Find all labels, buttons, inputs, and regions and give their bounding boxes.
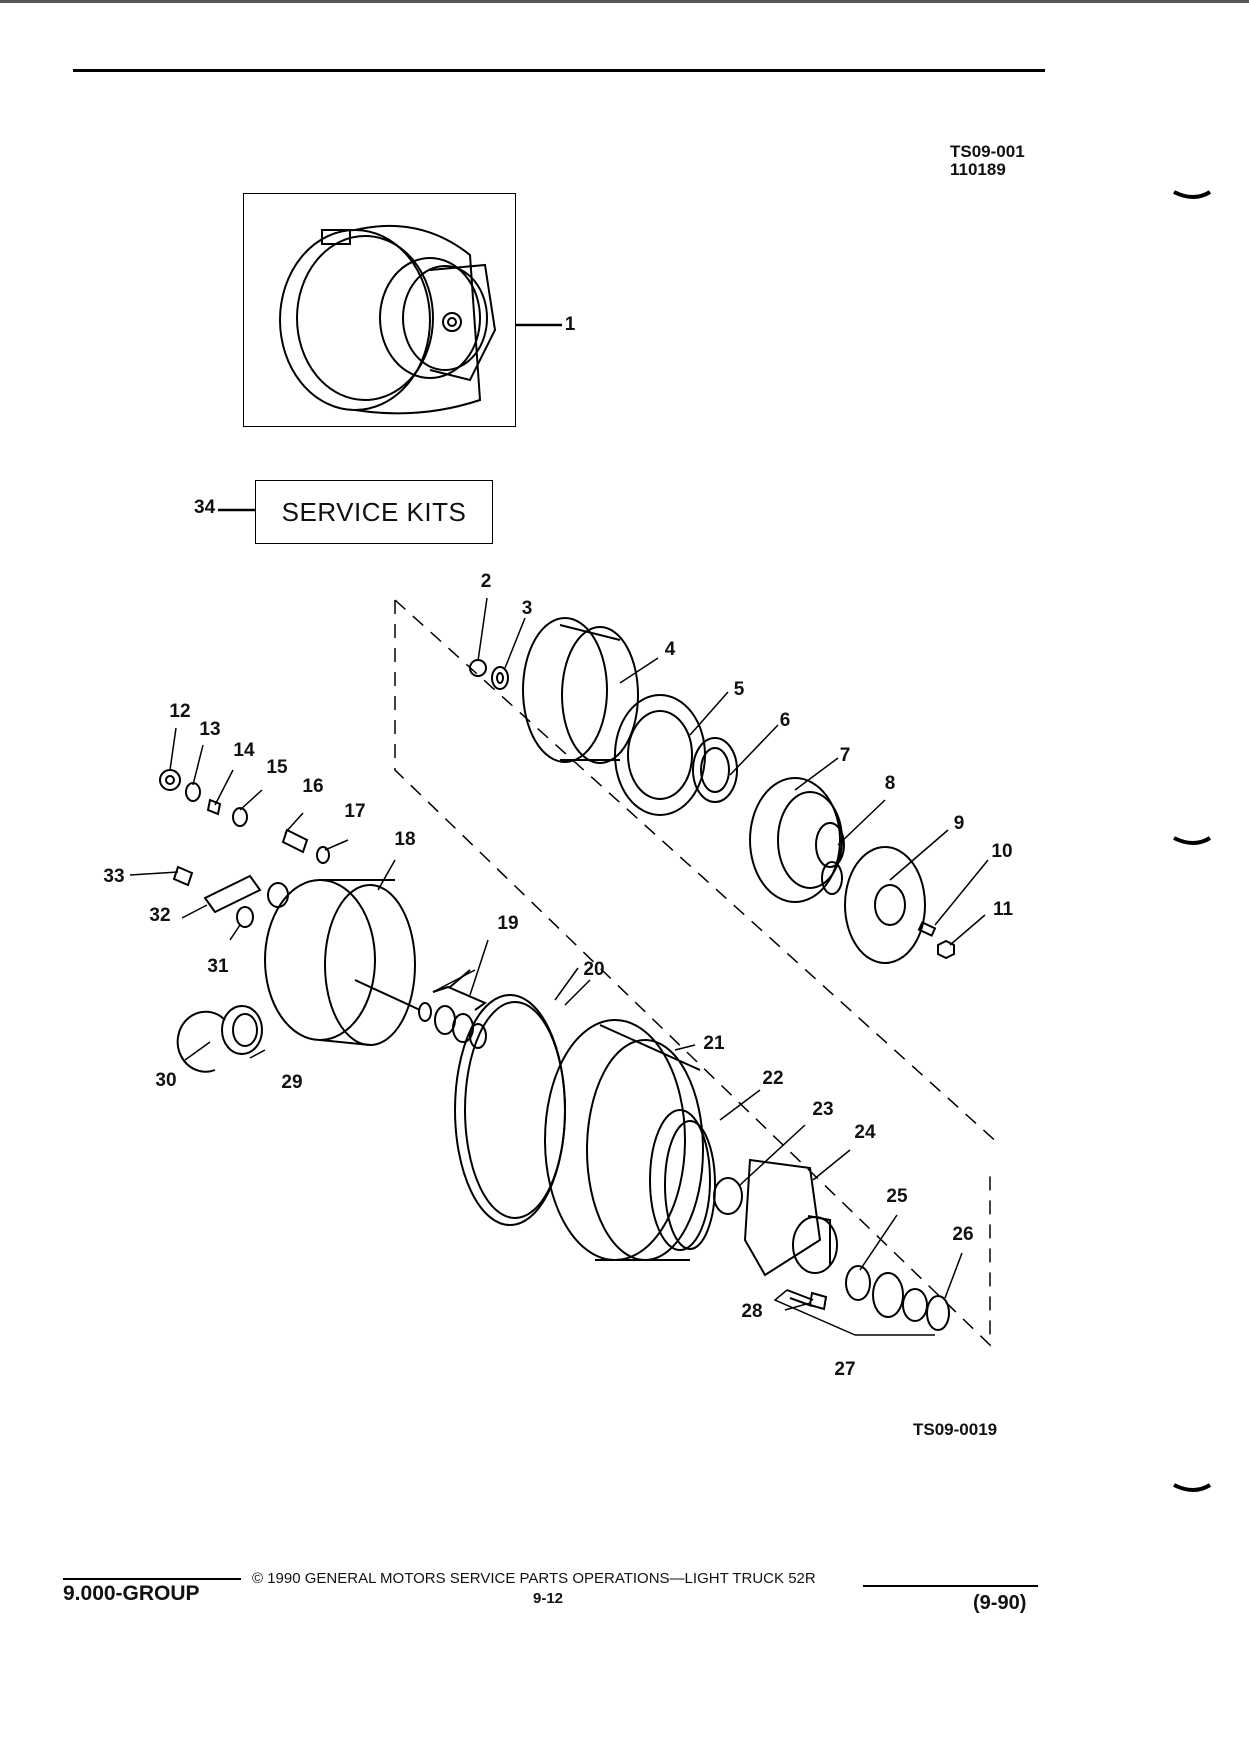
callout-14: 14: [233, 740, 255, 761]
footer-rule-left: [63, 1578, 241, 1580]
callout-26: 26: [952, 1224, 974, 1245]
callout-11: 11: [992, 899, 1014, 920]
callout-31: 31: [207, 956, 229, 977]
ref-date: 110189: [950, 160, 1006, 179]
callout-27: 27: [834, 1359, 856, 1380]
callout-22: 22: [762, 1068, 784, 1089]
leader-lines: [129, 597, 989, 1336]
callout-25: 25: [886, 1186, 908, 1207]
rear-head-parts: [713, 1158, 950, 1331]
callout-12: 12: [169, 701, 191, 722]
figure-id: TS09-0019: [913, 1420, 998, 1439]
valve-parts: [159, 769, 330, 1073]
service-kits-label: SERVICE KITS: [281, 496, 467, 527]
callout-28: 28: [741, 1301, 763, 1322]
callout-18: 18: [394, 829, 416, 850]
scan-top-border: [0, 0, 1249, 3]
footer-rule-right: [863, 1585, 1038, 1587]
compressor-assembly-drawing: [279, 224, 562, 415]
callout-33: 33: [103, 866, 125, 887]
callout-23: 23: [812, 1099, 834, 1120]
shell-parts: [454, 994, 716, 1261]
margin-mark: [1173, 836, 1212, 845]
callout-24: 24: [854, 1122, 876, 1143]
callout-30: 30: [155, 1070, 177, 1091]
service-kit-number: 34: [194, 497, 216, 518]
margin-mark: [1173, 1483, 1212, 1492]
callout-4: 4: [664, 639, 676, 660]
callout-21: 21: [703, 1033, 725, 1054]
callout-32: 32: [149, 905, 171, 926]
callout-3: 3: [521, 598, 533, 619]
callout-7: 7: [839, 745, 851, 766]
callout-13: 13: [199, 719, 221, 740]
callout-2: 2: [480, 571, 492, 592]
ref-code: TS09-001: [950, 142, 1025, 161]
callout-29: 29: [281, 1072, 303, 1093]
callout-9: 9: [953, 813, 965, 834]
callout-1: 1: [564, 314, 576, 335]
callout-8: 8: [884, 773, 896, 794]
assembled-compressor-inset: [243, 193, 516, 427]
callout-5: 5: [733, 679, 745, 700]
callout-15: 15: [266, 757, 288, 778]
service-kits-box: SERVICE KITS: [255, 480, 493, 544]
callout-17: 17: [344, 801, 366, 822]
reference-codes: TS09-001 110189: [950, 143, 1025, 179]
footer-revision: (9-90): [973, 1592, 1027, 1614]
footer-copyright: © 1990 GENERAL MOTORS SERVICE PARTS OPER…: [252, 1570, 816, 1587]
header-rule: [73, 69, 1045, 72]
callout-10: 10: [991, 841, 1013, 862]
callout-20: 20: [583, 959, 605, 980]
clutch-parts: [469, 617, 955, 964]
compressor-body: [264, 879, 488, 1049]
footer-group: 9.000-GROUP: [63, 1582, 200, 1605]
callout-16: 16: [302, 776, 324, 797]
footer-page-number: 9-12: [533, 1590, 564, 1607]
margin-mark: [1173, 190, 1212, 199]
callout-6: 6: [779, 710, 791, 731]
callout-19: 19: [497, 913, 519, 934]
